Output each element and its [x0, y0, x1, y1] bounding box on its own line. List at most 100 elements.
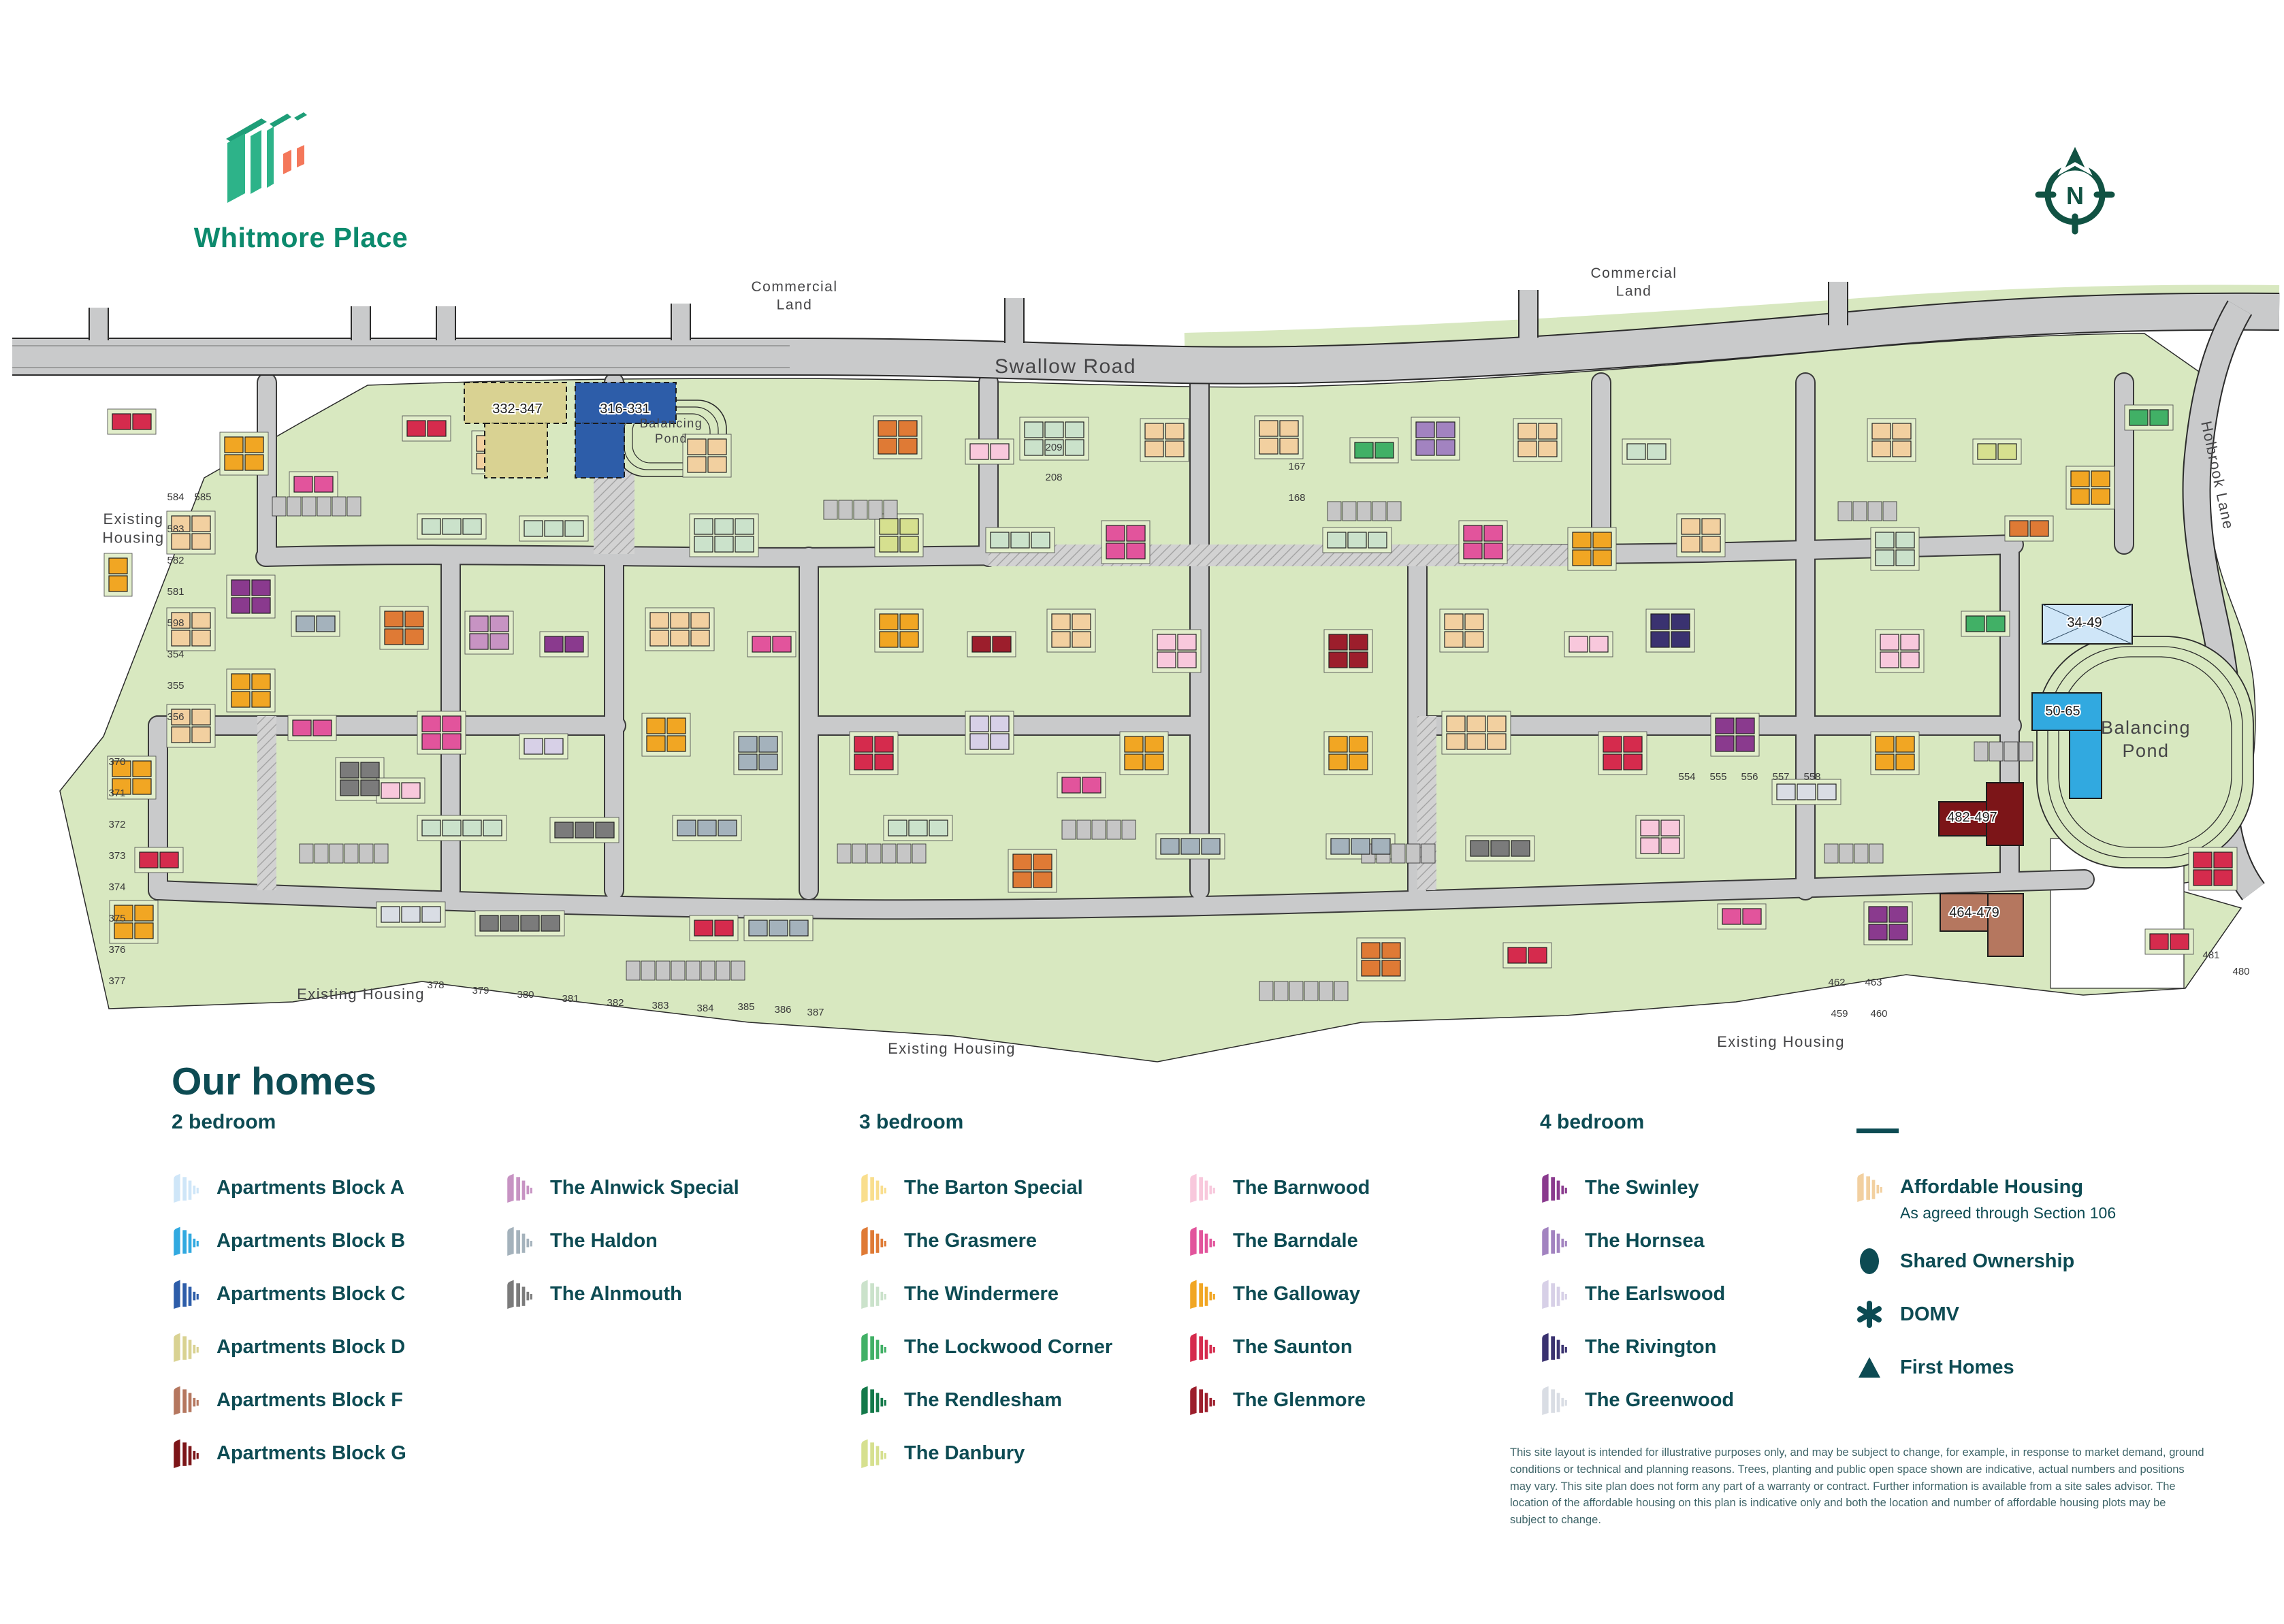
legend-group-heading: 4 bedroom — [1540, 1111, 1645, 1133]
legend-label: The Barndale — [1233, 1229, 1358, 1252]
building-icon — [174, 1333, 199, 1362]
svg-text:370: 370 — [108, 756, 125, 768]
svg-text:354: 354 — [167, 649, 184, 660]
svg-text:316-331: 316-331 — [600, 402, 649, 417]
svg-text:34-49: 34-49 — [2067, 615, 2102, 630]
svg-text:583: 583 — [167, 523, 184, 535]
triangle-icon — [1859, 1357, 1880, 1378]
site-name: Whitmore Place — [193, 222, 408, 253]
legend-label: The Haldon — [550, 1229, 658, 1252]
legend-item: The Lockwood Corner — [859, 1320, 1112, 1374]
legend-label: The Barnwood — [1233, 1176, 1370, 1199]
disclaimer-text: This site layout is intended for illustr… — [1510, 1446, 2204, 1526]
legend-item: The Glenmore — [1188, 1374, 1370, 1427]
legend-item: The Swinley — [1540, 1161, 1734, 1214]
swallow-road — [12, 292, 2280, 385]
legend-item-first-homes: First Homes — [1855, 1341, 2116, 1394]
legend-item: The Danbury — [859, 1427, 1112, 1480]
legend-item: The Barndale — [1188, 1214, 1370, 1267]
legend-item: The Windermere — [859, 1267, 1112, 1320]
building-icon — [861, 1386, 886, 1415]
legend-label: The Saunton — [1233, 1335, 1353, 1358]
legend-label: DOMV — [1900, 1303, 1959, 1325]
legend-item: Apartments Block D — [172, 1320, 406, 1374]
svg-text:555: 555 — [1709, 771, 1726, 783]
building-icon — [1542, 1386, 1567, 1415]
legend-item: Apartments Block C — [172, 1267, 406, 1320]
svg-text:375: 375 — [108, 913, 125, 924]
legend-label: The Swinley — [1585, 1176, 1699, 1199]
svg-text:371: 371 — [108, 787, 125, 799]
legend-label: Apartments Block F — [216, 1388, 403, 1411]
svg-text:480: 480 — [2232, 966, 2249, 977]
svg-text:384: 384 — [696, 1003, 713, 1014]
svg-text:460: 460 — [1870, 1008, 1887, 1020]
building-icon — [861, 1227, 886, 1256]
legend-item: The Galloway — [1188, 1267, 1370, 1320]
legend-label: The Glenmore — [1233, 1388, 1366, 1411]
building-icon — [861, 1333, 886, 1362]
svg-text:N: N — [2066, 182, 2084, 210]
building-icon — [861, 1280, 886, 1309]
asterisk-icon — [1857, 1301, 1882, 1328]
legend-label: The Hornsea — [1585, 1229, 1705, 1252]
ellipse-icon — [1860, 1248, 1879, 1274]
legend-label: The Rendlesham — [904, 1388, 1063, 1411]
legend-label: Apartments Block A — [216, 1176, 405, 1199]
legend-title: Our homes — [172, 1060, 376, 1103]
svg-text:459: 459 — [1831, 1008, 1848, 1020]
building-icon — [1542, 1173, 1567, 1203]
svg-text:385: 385 — [737, 1001, 754, 1013]
svg-text:374: 374 — [108, 881, 125, 893]
svg-text:463: 463 — [1865, 977, 1882, 988]
svg-text:356: 356 — [167, 711, 184, 723]
svg-text:Swallow Road: Swallow Road — [995, 355, 1136, 378]
svg-text:582: 582 — [167, 555, 184, 566]
svg-text:387: 387 — [807, 1007, 824, 1018]
svg-text:378: 378 — [427, 979, 444, 991]
building-icon — [1190, 1386, 1215, 1415]
legend-item-affordable: Affordable Housing — [1855, 1160, 2116, 1214]
svg-text:557: 557 — [1772, 771, 1789, 783]
svg-text:464-479: 464-479 — [1949, 905, 1999, 920]
building-icon — [1190, 1173, 1215, 1203]
legend-label: The Galloway — [1233, 1282, 1360, 1305]
building-icon — [174, 1227, 199, 1256]
svg-text:554: 554 — [1678, 771, 1695, 783]
building-icon — [1190, 1333, 1215, 1362]
svg-text:584: 584 — [167, 491, 184, 503]
legend-item: The Grasmere — [859, 1214, 1112, 1267]
legend-label: The Lockwood Corner — [904, 1335, 1113, 1358]
building-icon — [174, 1280, 199, 1309]
svg-text:556: 556 — [1741, 771, 1758, 783]
svg-text:373: 373 — [108, 850, 125, 862]
legend-label: The Rivington — [1585, 1335, 1717, 1358]
building-icon — [1542, 1227, 1567, 1256]
building-icon — [1542, 1333, 1567, 1362]
building-icon — [507, 1227, 532, 1256]
building-icon — [861, 1173, 886, 1203]
svg-text:168: 168 — [1288, 492, 1305, 504]
svg-text:50-65: 50-65 — [2045, 704, 2080, 719]
svg-text:382: 382 — [607, 997, 624, 1009]
legend-label: Apartments Block C — [216, 1282, 406, 1305]
building-icon — [174, 1173, 199, 1203]
legend-label: The Windermere — [904, 1282, 1059, 1305]
svg-text:377: 377 — [108, 975, 125, 987]
svg-text:167: 167 — [1288, 461, 1305, 472]
legend-item: The Barnwood — [1188, 1161, 1370, 1214]
svg-text:598: 598 — [167, 617, 184, 629]
side-road-stubs — [89, 282, 1848, 344]
legend-item: The Alnmouth — [505, 1267, 739, 1320]
legend-group-heading: 3 bedroom — [859, 1111, 964, 1133]
legend-item: The Earlswood — [1540, 1267, 1734, 1320]
svg-text:355: 355 — [167, 680, 184, 692]
north-compass-icon: N — [2035, 140, 2115, 235]
legend-label: The Grasmere — [904, 1229, 1038, 1252]
legend-item-domv: DOMV — [1855, 1288, 2116, 1341]
